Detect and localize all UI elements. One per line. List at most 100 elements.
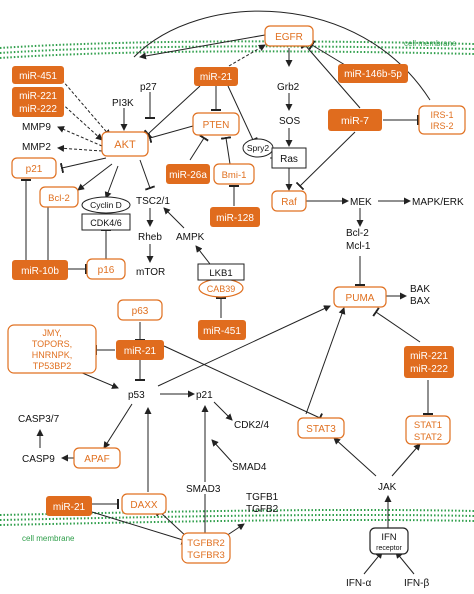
top-membrane-label: cell membrane bbox=[404, 39, 457, 48]
mir10b-node: miR-10b bbox=[12, 260, 68, 280]
mir21-mid-node: miR-21 bbox=[116, 340, 164, 360]
p21-left-label: p21 bbox=[26, 164, 43, 175]
bmi1-label: Bmi-1 bbox=[222, 170, 247, 181]
casp37-label: CASP3/7 bbox=[18, 414, 60, 425]
mir146-label: miR-146b-5p bbox=[344, 69, 402, 80]
ras-node: Ras bbox=[271, 147, 307, 169]
top-membrane bbox=[0, 40, 474, 59]
mir128-node: miR-128 bbox=[210, 207, 260, 227]
mmp2-label: MMP2 bbox=[22, 142, 51, 153]
mir451-top-node: miR-451 bbox=[12, 66, 64, 84]
apaf-label: APAF bbox=[84, 454, 109, 465]
mir221-top-label: miR-221 bbox=[19, 91, 57, 102]
bcl2-label: Bcl-2 bbox=[346, 228, 369, 239]
p21-mid-label: p21 bbox=[196, 390, 213, 401]
mcl1-label: Mcl-1 bbox=[346, 241, 371, 252]
mir10b-label: miR-10b bbox=[21, 266, 59, 277]
casp9-label: CASP9 bbox=[22, 454, 55, 465]
bcl2-box-label: Bcl-2 bbox=[48, 193, 70, 204]
bcl2-box-node: Bcl-2 bbox=[39, 186, 79, 208]
cdk46-node: CDK4/6 bbox=[81, 213, 131, 231]
smad3-label: SMAD3 bbox=[186, 484, 221, 495]
mir7-label: miR-7 bbox=[341, 115, 369, 127]
mir451-top-label: miR-451 bbox=[19, 71, 57, 82]
mir128-label: miR-128 bbox=[216, 213, 254, 224]
puma-label: PUMA bbox=[346, 293, 375, 304]
daxx-label: DAXX bbox=[130, 500, 158, 511]
mir7-node: miR-7 bbox=[328, 109, 382, 131]
p27-label: p27 bbox=[140, 82, 157, 93]
raf-node: Raf bbox=[271, 190, 307, 212]
mir26a-label: miR-26a bbox=[169, 170, 207, 181]
egfr-label: EGFR bbox=[275, 32, 303, 43]
cyclind-label: Cyclin D bbox=[90, 200, 122, 210]
p63-label: p63 bbox=[132, 306, 149, 317]
mir222-right-label: miR-222 bbox=[410, 364, 448, 375]
mir21-top-node: miR-21 bbox=[194, 67, 238, 86]
lkb1-label: LKB1 bbox=[209, 268, 232, 279]
topors-label: TOPORS, bbox=[32, 339, 72, 349]
bax-label: BAX bbox=[410, 296, 430, 307]
jmy-label: JMY, bbox=[42, 328, 61, 338]
cdk46-label: CDK4/6 bbox=[90, 218, 122, 228]
edges bbox=[21, 10, 433, 575]
ifn-label: IFN bbox=[381, 532, 396, 543]
irs1-label: IRS-1 bbox=[430, 110, 453, 120]
hnrnpk-label: HNRNPK, bbox=[32, 350, 73, 360]
pten-node: PTEN bbox=[192, 112, 240, 136]
sos-label: SOS bbox=[279, 116, 300, 127]
p63-node: p63 bbox=[117, 299, 163, 321]
mir146-node: miR-146b-5p bbox=[338, 64, 408, 83]
akt-node: AKT bbox=[101, 131, 149, 157]
bottom-membrane bbox=[0, 508, 474, 526]
plain-labels: PI3K p27 Grb2 MMP9 MMP2 SOS TSC2/1 MEK M… bbox=[18, 82, 464, 589]
rheb-label: Rheb bbox=[138, 232, 162, 243]
lkb1-node: LKB1 bbox=[197, 263, 245, 281]
tp53bp2-label: TP53BP2 bbox=[33, 361, 72, 371]
apaf-node: APAF bbox=[73, 447, 121, 469]
mir221-222-right-node: miR-221 miR-222 bbox=[404, 346, 454, 378]
bottom-membrane-label: cell membrane bbox=[22, 534, 75, 543]
cab39-node: CAB39 bbox=[198, 278, 244, 298]
tgfb2-label: TGFB2 bbox=[246, 504, 279, 515]
mir221-222-top-node: miR-221 miR-222 bbox=[12, 87, 64, 117]
mir21-bot-node: miR-21 bbox=[46, 496, 92, 516]
tgfbr3-label: TGFBR3 bbox=[187, 550, 224, 561]
pi3k-label: PI3K bbox=[112, 98, 134, 109]
mir451-mid-node: miR-451 bbox=[198, 320, 246, 340]
stat12-node: STAT1 STAT2 bbox=[405, 415, 451, 445]
tgfbr-node: TGFBR2 TGFBR3 bbox=[181, 532, 231, 564]
ifnb-label: IFN-β bbox=[404, 578, 429, 589]
p53-label: p53 bbox=[128, 390, 145, 401]
stat1-label: STAT1 bbox=[414, 420, 442, 431]
raf-label: Raf bbox=[281, 197, 297, 208]
stat2-label: STAT2 bbox=[414, 432, 442, 443]
cyclind-node: Cyclin D bbox=[81, 196, 131, 214]
mmp9-label: MMP9 bbox=[22, 122, 51, 133]
spry2-node: Spry2 bbox=[242, 138, 274, 158]
grb2-label: Grb2 bbox=[277, 82, 300, 93]
mir21-bot-label: miR-21 bbox=[53, 502, 86, 513]
irs2-label: IRS-2 bbox=[430, 121, 453, 131]
akt-label: AKT bbox=[114, 139, 136, 151]
cdk24-label: CDK2/4 bbox=[234, 420, 269, 431]
ifna-label: IFN-α bbox=[346, 578, 371, 589]
mir221-right-label: miR-221 bbox=[410, 351, 448, 362]
mir222-top-label: miR-222 bbox=[19, 104, 57, 115]
tsc-label: TSC2/1 bbox=[136, 196, 170, 207]
egfr-node: EGFR bbox=[264, 25, 314, 47]
mek-label: MEK bbox=[350, 197, 372, 208]
daxx-node: DAXX bbox=[121, 493, 167, 515]
p16-node: p16 bbox=[86, 258, 126, 280]
mir21-mid-label: miR-21 bbox=[124, 346, 157, 357]
puma-node: PUMA bbox=[333, 286, 387, 308]
cab39-label: CAB39 bbox=[207, 284, 236, 294]
bak-label: BAK bbox=[410, 284, 430, 295]
mapk-label: MAPK/ERK bbox=[412, 197, 464, 208]
jmy-node: JMY, TOPORS, HNRNPK, TP53BP2 bbox=[7, 324, 97, 374]
jak-label: JAK bbox=[378, 482, 397, 493]
pten-label: PTEN bbox=[203, 120, 230, 131]
ifn-receptor-node: IFN receptor bbox=[369, 527, 409, 555]
p21-left-node: p21 bbox=[11, 157, 57, 179]
